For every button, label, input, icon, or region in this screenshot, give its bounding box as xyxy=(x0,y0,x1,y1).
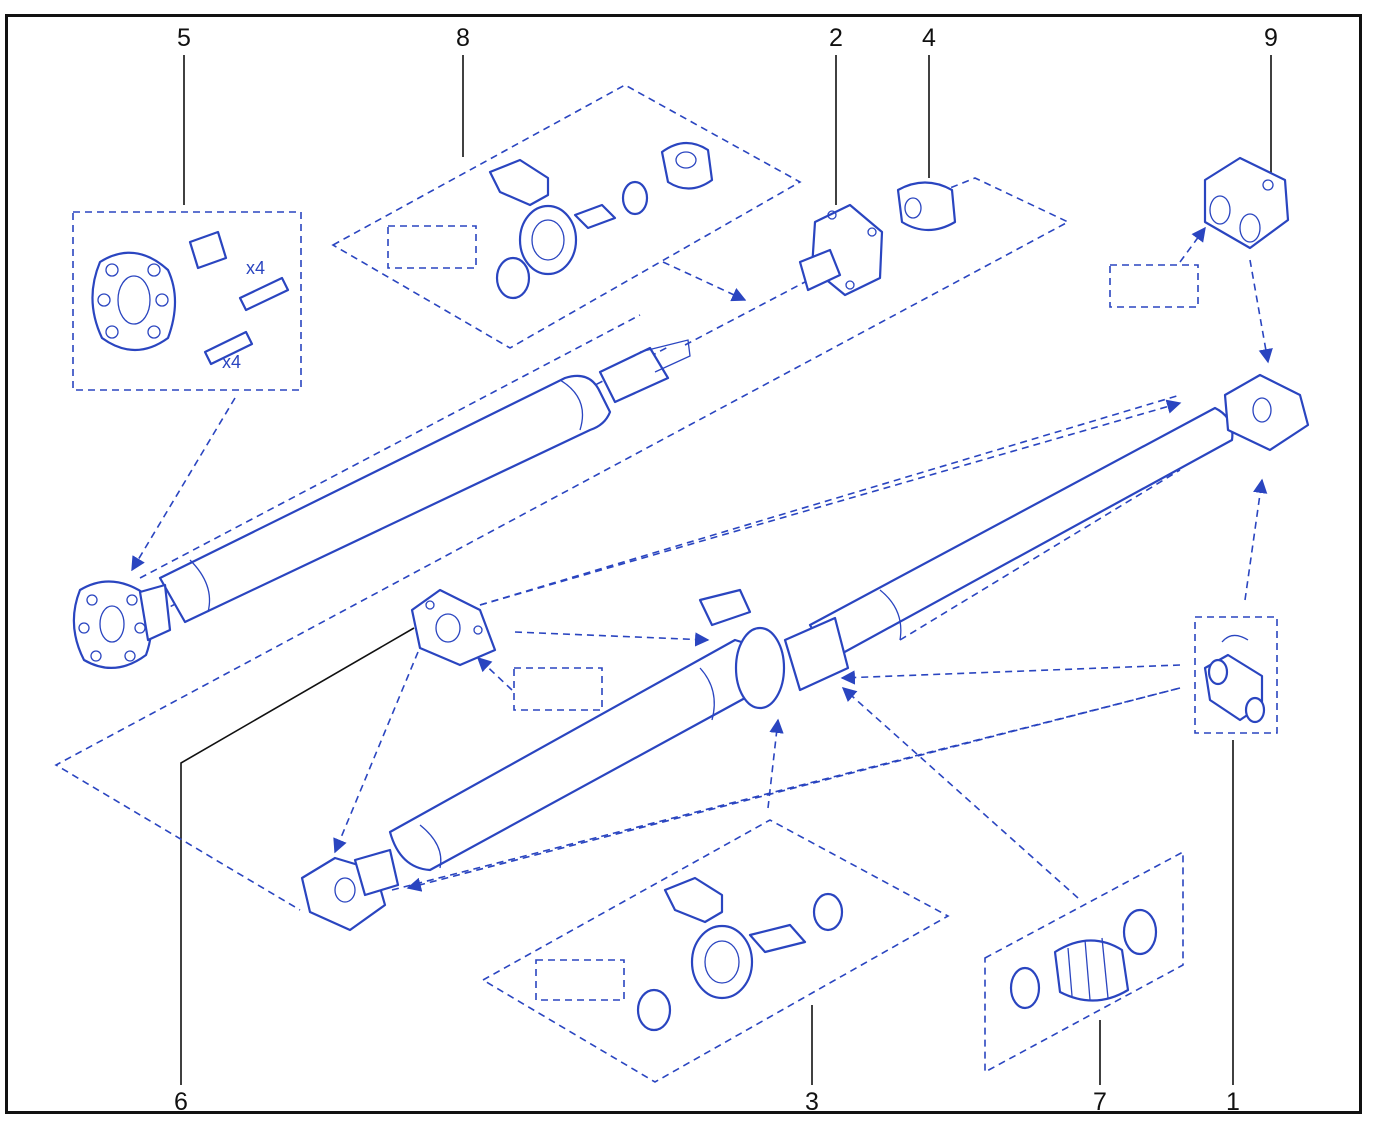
center-bearing-kit-upper xyxy=(488,141,714,300)
callout-9: 9 xyxy=(1264,24,1278,52)
universal-joint-kit xyxy=(1203,634,1266,724)
leader-lines xyxy=(180,55,1272,1085)
boot-kit xyxy=(1009,908,1158,1010)
center-bearing-kit-lower xyxy=(636,876,844,1032)
front-shaft xyxy=(139,281,806,624)
assembly-arrows xyxy=(131,226,1273,899)
center-joint-assembly xyxy=(698,588,850,710)
flange-nut xyxy=(896,181,957,232)
rear-shaft-yoke xyxy=(1223,373,1310,452)
callout-8: 8 xyxy=(456,24,470,52)
output-flange xyxy=(798,203,884,297)
callout-4: 4 xyxy=(922,24,936,52)
front-shaft-yoke xyxy=(300,848,400,932)
callout-3: 3 xyxy=(805,1088,819,1116)
callout-2: 2 xyxy=(829,24,843,52)
bolt-qty-lower: x4 xyxy=(222,352,241,372)
bolt-qty-upper: x4 xyxy=(246,258,265,278)
callout-6: 6 xyxy=(174,1088,188,1116)
callout-7: 7 xyxy=(1093,1088,1107,1116)
kit-boxes xyxy=(54,84,1278,1083)
callout-1: 1 xyxy=(1226,1088,1240,1116)
flex-coupling-kit: x4 x4 xyxy=(91,230,290,372)
rear-flange-yoke xyxy=(1203,156,1290,250)
intermediate-flange xyxy=(410,588,497,667)
installed-flex-coupling xyxy=(72,580,172,669)
callout-5: 5 xyxy=(177,24,191,52)
